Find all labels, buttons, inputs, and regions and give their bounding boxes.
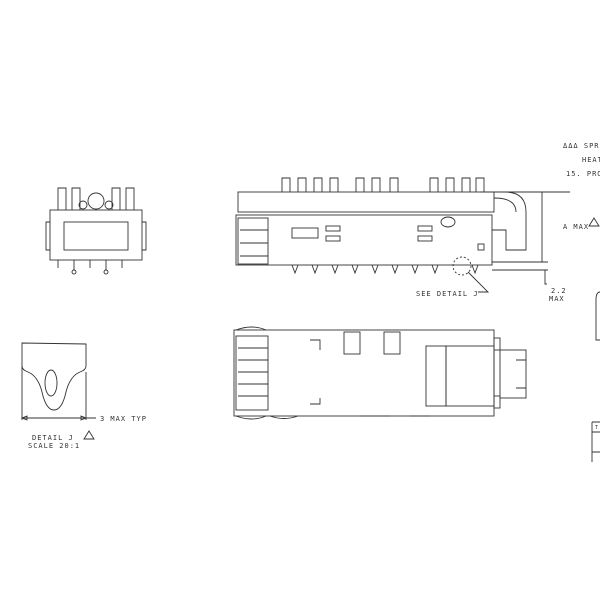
note-line-2: HEAT: [582, 156, 600, 164]
detail-j: [20, 342, 96, 421]
side-view: [235, 177, 570, 293]
detail-scale: SCALE 20:1: [28, 442, 80, 450]
a-max-label: A MAX: [563, 223, 589, 231]
end-view: [45, 187, 147, 275]
title-table: T: [591, 421, 600, 462]
detail-title: DETAIL J: [32, 434, 74, 442]
dim-2-2-unit: MAX: [549, 295, 565, 303]
note-line-1: ΔΔΔ SPRI: [563, 142, 600, 150]
top-view: [233, 326, 527, 420]
right-edge-view: [595, 291, 600, 341]
dim-2-2: 2.2: [551, 287, 567, 295]
max-typ-label: 3 MAX TYP: [100, 415, 147, 423]
note-line-3: 15. PROD: [566, 170, 600, 178]
see-detail-label: SEE DETAIL J: [416, 290, 479, 298]
revision-flag-icon: [588, 217, 600, 227]
table-header: T: [595, 425, 599, 431]
revision-flag-icon: [83, 430, 95, 440]
